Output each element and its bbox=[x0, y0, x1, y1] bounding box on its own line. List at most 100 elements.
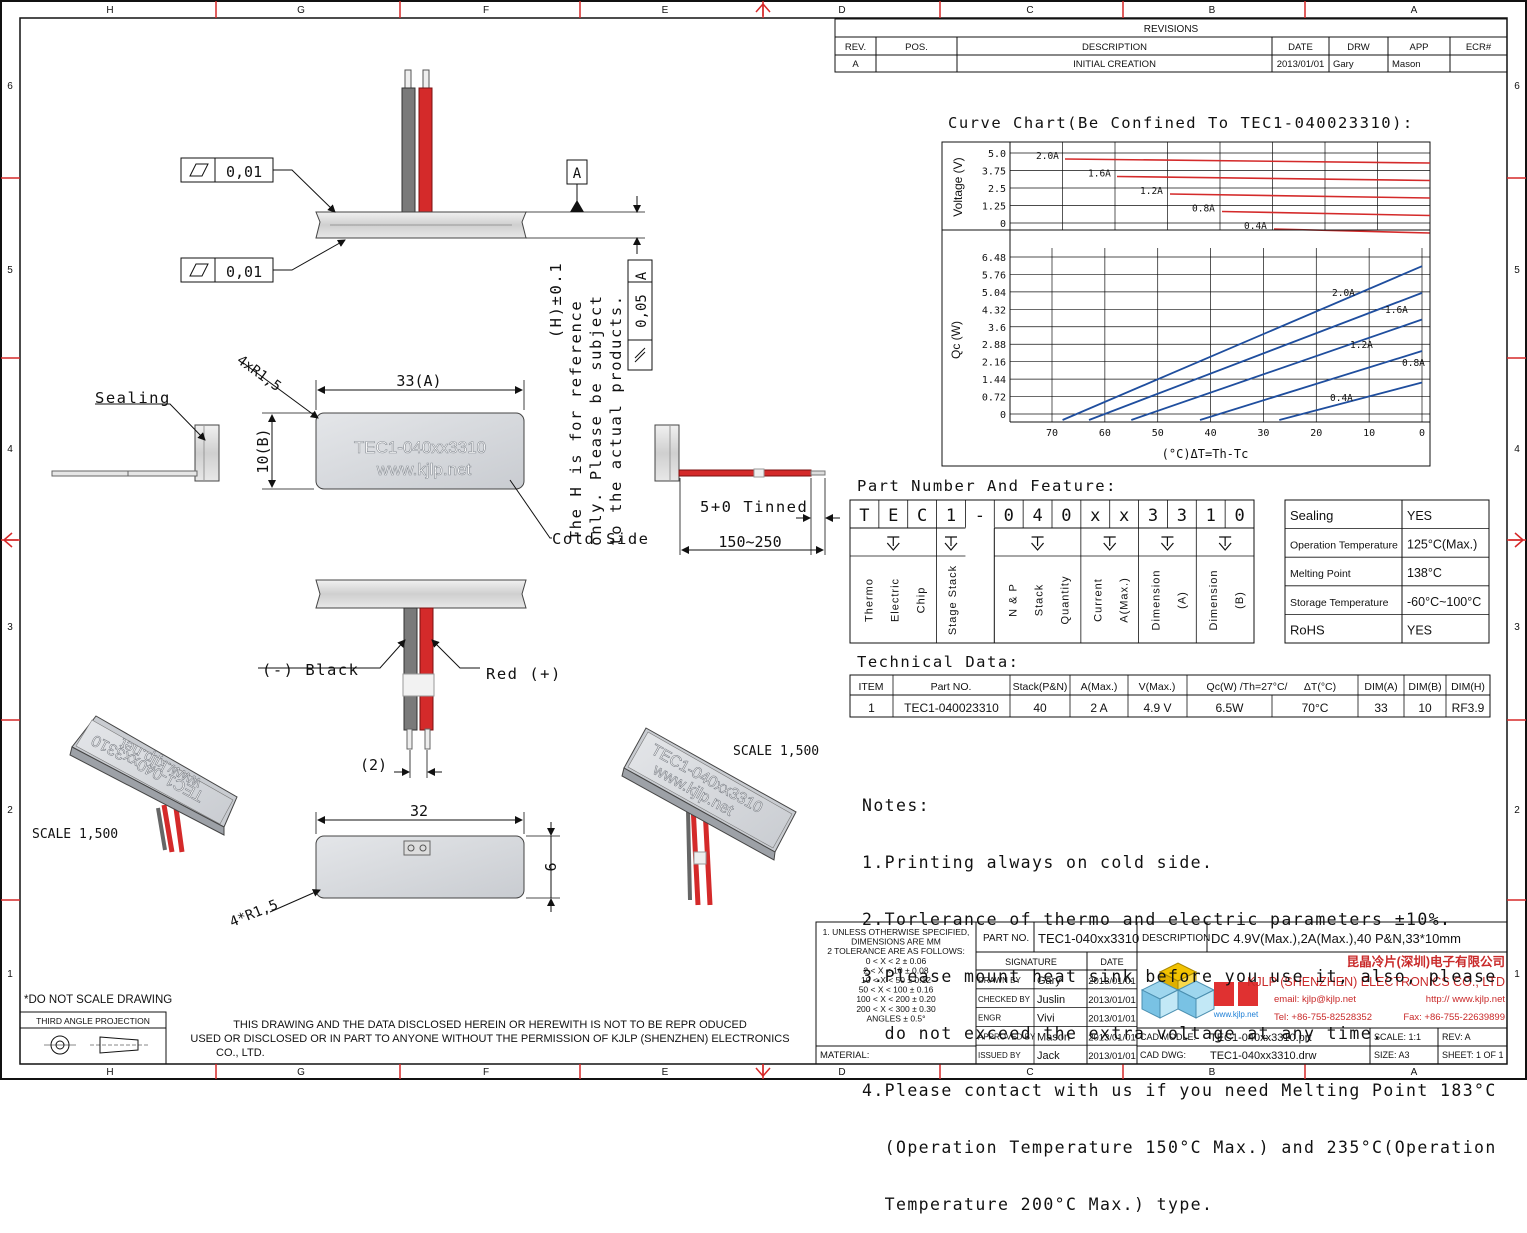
zone-col-top: A bbox=[1411, 5, 1418, 16]
note-line: 4.Please contact with us if you need Mel… bbox=[862, 1081, 1497, 1100]
sign-role: DRAWN BY bbox=[978, 976, 1021, 985]
parallel-value: 0,05 bbox=[634, 294, 650, 328]
curve-chart-title: Curve Chart(Be Confined To TEC1-04002331… bbox=[948, 114, 1414, 132]
zone-col-bottom: B bbox=[1209, 1067, 1216, 1078]
zone-col-top: H bbox=[106, 5, 113, 16]
radius-bottom: 4*R1,5 bbox=[228, 897, 281, 931]
part-number-char: 0 bbox=[1234, 506, 1244, 526]
tolerance-line: 50 < X < 100 ± 0.16 bbox=[859, 985, 934, 995]
tolerance-line: 100 < X < 200 ± 0.20 bbox=[856, 994, 936, 1004]
part-number-desc: Current bbox=[1093, 578, 1105, 622]
zone-col-top: G bbox=[297, 5, 305, 16]
zone-col-top: B bbox=[1209, 5, 1216, 16]
company-tel: Tel: +86-755-82528352 bbox=[1274, 1012, 1372, 1023]
wire-gap: (2) bbox=[360, 756, 387, 774]
description-label: DESCRIPTION bbox=[1142, 933, 1210, 944]
tolerance-line: 2 < X < 10 ± 0.08 bbox=[863, 965, 928, 975]
parallel-callout: A 0,05 bbox=[627, 259, 653, 371]
datum-a: A bbox=[526, 159, 645, 254]
cad-dwg-label: CAD DWG: bbox=[1140, 1050, 1186, 1060]
flatness-callout-top: 0,01 bbox=[180, 157, 336, 213]
flatness-callout-bottom: 0,01 bbox=[180, 239, 346, 283]
voltage-series-label: 0.8A bbox=[1192, 204, 1215, 215]
technical-cell: 33 bbox=[1374, 701, 1388, 715]
voltage-series-label: 2.0A bbox=[1036, 151, 1059, 162]
part-number-desc: Stage Stack bbox=[947, 565, 959, 635]
ref-note-line: (H)±0.1 bbox=[547, 262, 565, 339]
voltage-tick: 1.25 bbox=[982, 202, 1006, 213]
feature-key: Sealing bbox=[1290, 508, 1333, 523]
cad-model-value: TEC1-040xx3310.prt bbox=[1210, 1032, 1312, 1044]
qc-chart: 2.0A1.6A1.2A0.8A0.4A 6.485.765.044.323.6… bbox=[941, 229, 1431, 467]
sign-role: ISSUED BY bbox=[978, 1051, 1021, 1060]
tolerance-line: 2 TOLERANCE ARE AS FOLLOWS: bbox=[827, 946, 965, 956]
revisions-cell: 2013/01/01 bbox=[1277, 59, 1325, 70]
title-block: 1. UNLESS OTHERWISE SPECIFIED,DIMENSIONS… bbox=[815, 921, 1508, 1065]
note-line: do not exceed the extra voltage at any t… bbox=[862, 1024, 1384, 1043]
technical-title: Technical Data: bbox=[857, 653, 1019, 671]
feature-value: YES bbox=[1407, 623, 1432, 637]
qc-y-tick: 6.48 bbox=[982, 253, 1006, 264]
right-side-view: 5+0 Tinned 150~250 bbox=[654, 424, 840, 555]
sealing-label: Sealing bbox=[95, 389, 171, 407]
sign-name: Jack bbox=[1037, 1050, 1060, 1062]
disclaimer-2: USED OR DISCLOSED OR IN PART TO ANYONE W… bbox=[190, 1033, 789, 1045]
left-side-view: Sealing bbox=[51, 389, 220, 482]
wire-length: 150~250 bbox=[718, 533, 781, 551]
tolerance-line: 200 < X < 300 ± 0.30 bbox=[856, 1004, 936, 1014]
voltage-series-label: 0.4A bbox=[1244, 221, 1267, 232]
scale-left: SCALE 1,500 bbox=[32, 827, 118, 842]
zone-col-bottom: A bbox=[1411, 1067, 1418, 1078]
module-print-2: www.kjlp.net bbox=[376, 460, 472, 479]
zone-row-left: 6 bbox=[7, 81, 13, 92]
note-line: 1.Printing always on cold side. bbox=[862, 853, 1214, 872]
qc-y-tick: 3.6 bbox=[988, 323, 1006, 334]
feature-key: RoHS bbox=[1290, 622, 1325, 637]
technical-header: Part NO. bbox=[931, 681, 972, 693]
down-arrow-icon bbox=[1031, 536, 1045, 551]
zone-col-bottom: C bbox=[1026, 1067, 1033, 1078]
part-number-char: 3 bbox=[1177, 506, 1187, 526]
zone-col-bottom: E bbox=[662, 1067, 669, 1078]
technical-cell: RF3.9 bbox=[1452, 701, 1485, 715]
part-no-value: TEC1-040xx3310 bbox=[1038, 931, 1139, 946]
revisions-header: REV. bbox=[845, 42, 866, 53]
company-logo: www.kjlp.net bbox=[1140, 962, 1259, 1019]
voltage-y-label: Voltage (V) bbox=[951, 157, 965, 216]
ref-note-line: only. Please be subject bbox=[587, 294, 605, 545]
technical-cell: 10 bbox=[1418, 701, 1432, 715]
voltage-series-label: 1.6A bbox=[1088, 169, 1111, 180]
qc-x-tick: 70 bbox=[1046, 428, 1058, 439]
zone-col-top: E bbox=[662, 5, 669, 16]
revisions-header: DESCRIPTION bbox=[1082, 42, 1147, 53]
do-not-scale: *DO NOT SCALE DRAWING bbox=[24, 994, 172, 1006]
qc-series-label: 0.8A bbox=[1402, 358, 1425, 369]
sign-role: ENGR bbox=[978, 1014, 1001, 1023]
qc-y-tick: 4.32 bbox=[982, 305, 1006, 316]
qc-x-tick: 10 bbox=[1363, 428, 1375, 439]
zone-col-bottom: D bbox=[838, 1067, 845, 1078]
company-fax: Fax: +86-755-22639899 bbox=[1403, 1012, 1505, 1023]
zone-row-right: 1 bbox=[1514, 969, 1520, 980]
part-number-char: C bbox=[917, 506, 927, 526]
sign-date: 2013/01/01 bbox=[1088, 995, 1136, 1006]
tolerance-line: 1. UNLESS OTHERWISE SPECIFIED, bbox=[823, 927, 970, 937]
revisions-cell: Mason bbox=[1392, 59, 1421, 70]
zone-row-left: 2 bbox=[7, 805, 13, 816]
part-number-char: 4 bbox=[1032, 506, 1042, 526]
zone-col-bottom: F bbox=[483, 1067, 489, 1078]
sign-date: 2013/01/01 bbox=[1088, 1032, 1136, 1043]
technical-cell: 1 bbox=[868, 701, 875, 715]
bottom-plan-view: 32 9 4*R1,5 bbox=[228, 802, 560, 931]
technical-header: A(Max.) bbox=[1081, 681, 1118, 693]
revisions-header: DRW bbox=[1347, 42, 1370, 53]
note-line: 3.Please mount heat sink before you use … bbox=[862, 967, 1497, 986]
qc-y-tick: 2.16 bbox=[982, 358, 1006, 369]
qc-y-tick: 1.44 bbox=[982, 375, 1006, 386]
part-number-desc: (A) bbox=[1176, 591, 1188, 609]
sign-date: 2013/01/01 bbox=[1088, 1014, 1136, 1025]
technical-header: Qc(W) /Th=27°C/ bbox=[1207, 681, 1288, 693]
